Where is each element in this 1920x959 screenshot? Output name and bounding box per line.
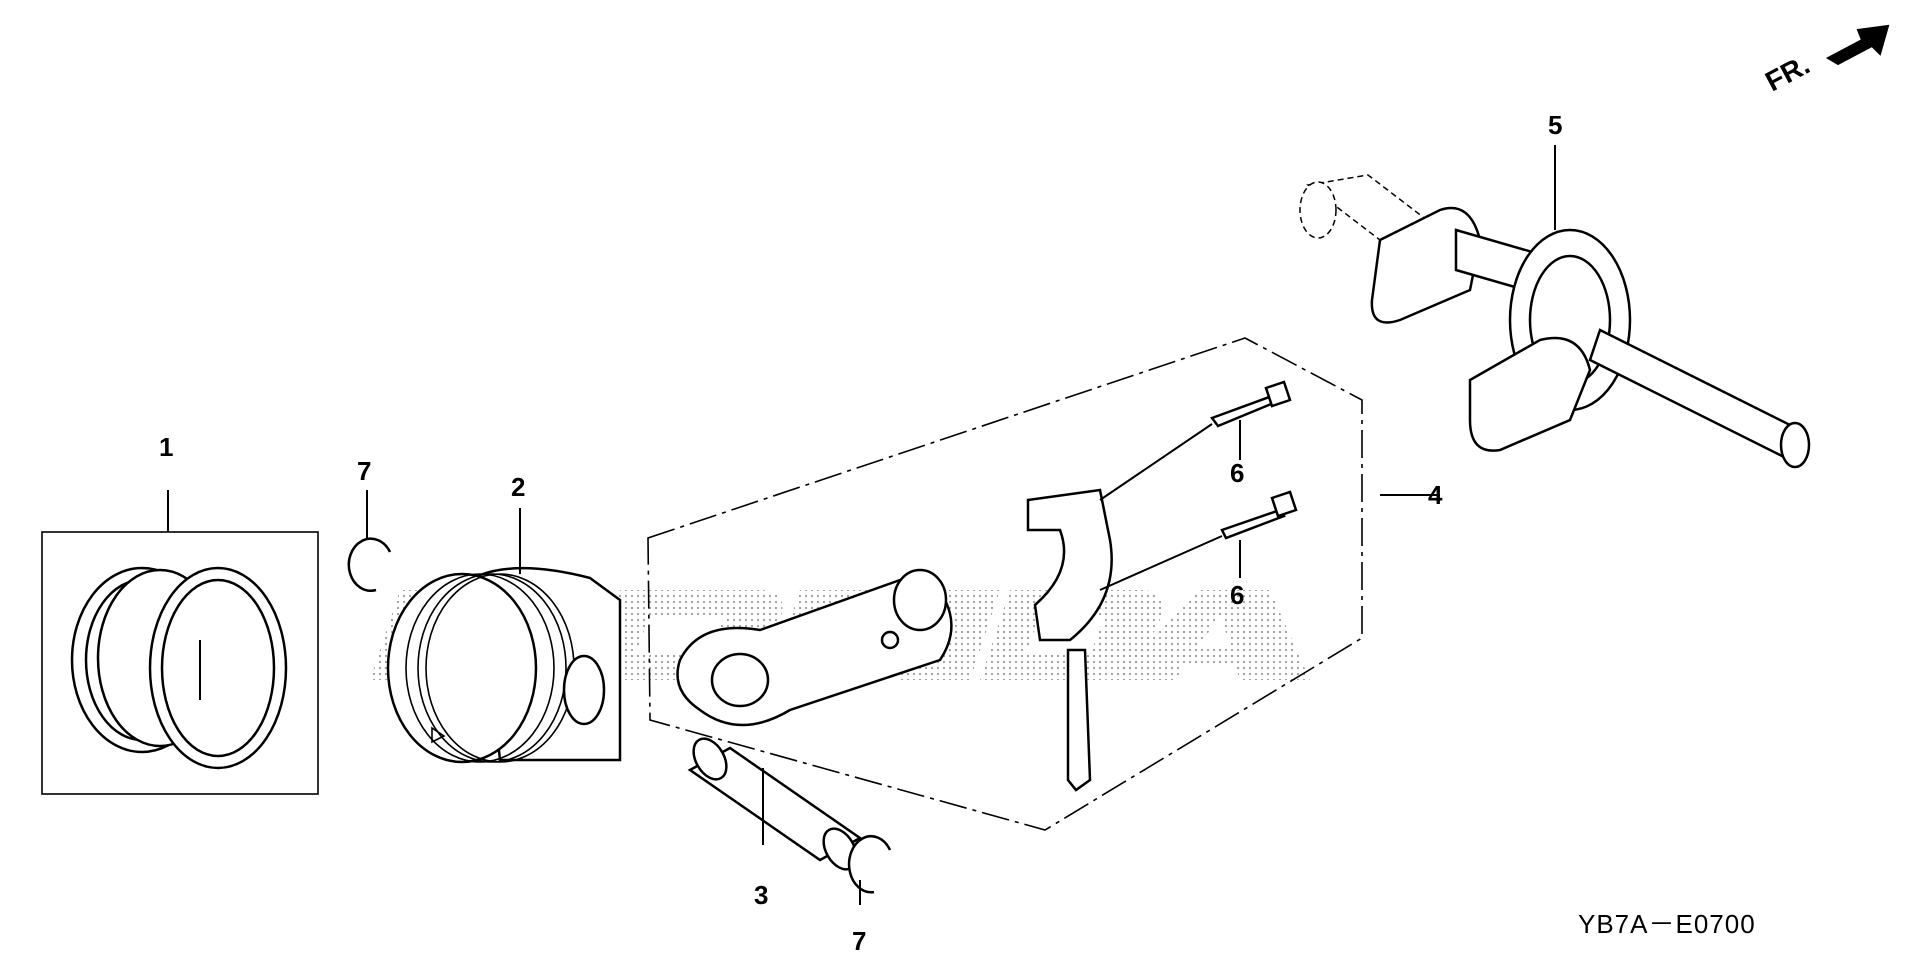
- front-arrow-icon: [1825, 24, 1890, 66]
- connecting-rod-bolts: [1099, 380, 1298, 591]
- callout-6-lower: 6: [1230, 580, 1244, 610]
- callout-7-upper: 7: [357, 456, 371, 486]
- crankshaft: [1299, 174, 1811, 469]
- connecting-rod-assembly: [647, 337, 1363, 831]
- piston-pin: [687, 737, 863, 871]
- callout-7-lower: 7: [852, 926, 866, 956]
- callout-2: 2: [511, 472, 525, 502]
- fr-label: FR.: [1760, 49, 1814, 98]
- callout-6-upper: 6: [1230, 458, 1244, 488]
- drawing-code: YB7A－E0700: [1578, 909, 1756, 939]
- callout-1: 1: [159, 432, 173, 462]
- front-direction-indicator: FR.: [1760, 24, 1890, 98]
- piston-pin-clip-lower: [847, 835, 892, 894]
- callout-5: 5: [1548, 110, 1562, 140]
- callout-4: 4: [1428, 480, 1443, 510]
- callout-3: 3: [754, 880, 768, 910]
- piston-ring-set: [41, 531, 319, 795]
- leader-lines: [167, 145, 1556, 905]
- piston: [386, 566, 622, 764]
- piston-pin-clip-upper: [347, 537, 392, 592]
